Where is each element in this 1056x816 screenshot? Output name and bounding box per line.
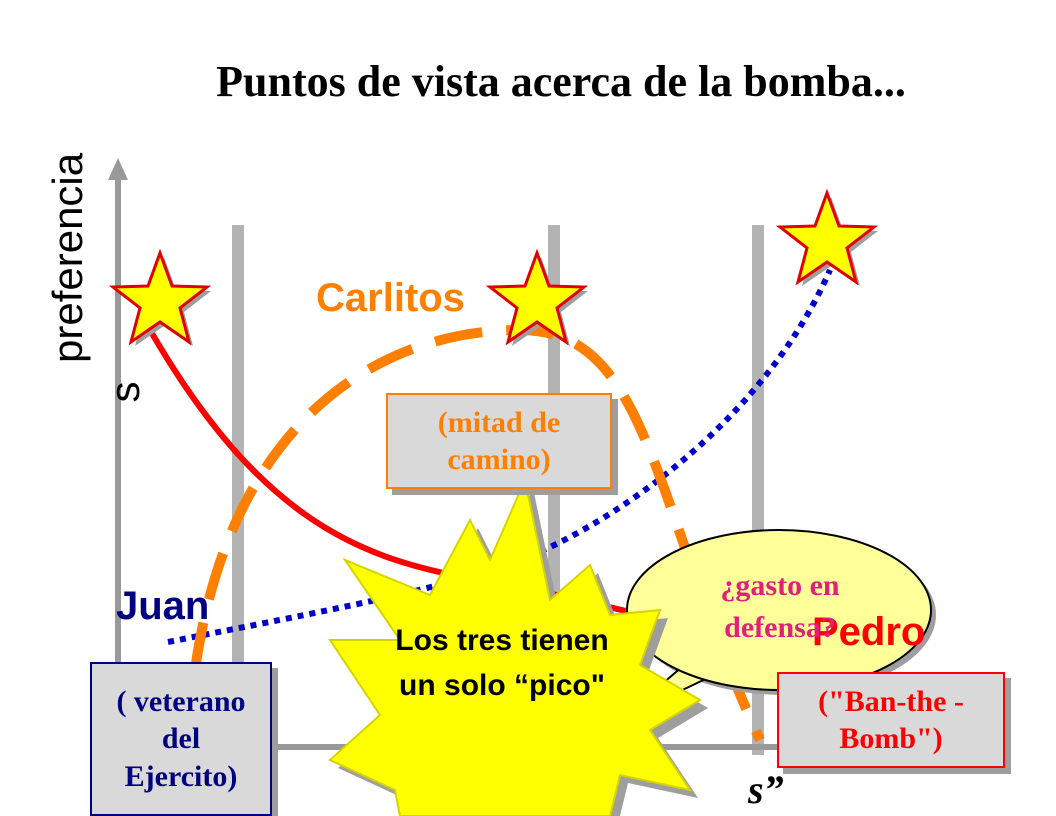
speech-bubble (619, 529, 936, 721)
burst-text-line2: un solo “pico" (399, 669, 605, 702)
bubble-text: ¿gasto en defensa? (660, 565, 900, 649)
y-axis-label-line1: preferencia (44, 152, 91, 363)
ban-box-line2: Bomb") (839, 722, 943, 755)
burst-shape (328, 476, 708, 816)
page-title: Puntos de vista acerca de la bomba... (216, 57, 906, 106)
burst-text-line1: Los tres tienen (395, 624, 609, 657)
star-icon-right (775, 188, 879, 286)
bubble-text-line1: ¿gasto en (720, 569, 840, 602)
y-axis-label-line2: s (101, 381, 148, 403)
star-icon-middle (485, 248, 589, 346)
veteran-box-line3: Ejercito) (124, 759, 238, 793)
ban-box-line1: ("Ban-the - (818, 684, 964, 718)
middle-box-line2: camino) (447, 443, 551, 476)
ban-the-bomb-box: ("Ban-the - Bomb") (777, 672, 1005, 768)
star-icon-left (108, 248, 212, 346)
burst-text: Los tres tienen un solo “pico" (352, 618, 652, 708)
veteran-box-line2: del (161, 722, 201, 756)
y-axis-arrow (108, 158, 128, 180)
middle-box-line1: (mitad de (437, 405, 561, 439)
juan-label: Juan (116, 584, 210, 628)
bubble-text-line2: defensa? (724, 611, 836, 644)
x-axis-label: s” (748, 767, 784, 812)
gridline-1 (232, 225, 244, 755)
carlitos-label: Carlitos (316, 276, 465, 320)
veteran-box: ( veterano del Ejercito) (90, 662, 272, 816)
middle-position-box: (mitad de camino) (386, 393, 612, 489)
veteran-box-line1: ( veterano (116, 684, 246, 718)
pedro-label: Pedro (812, 610, 926, 654)
